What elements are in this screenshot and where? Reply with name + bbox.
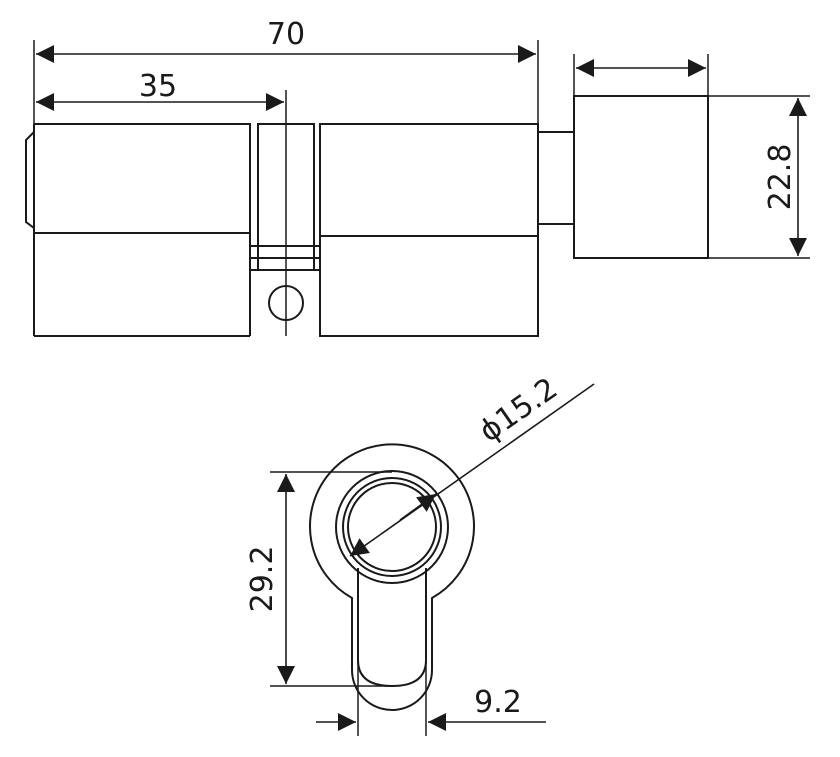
diameter-inner-arrow xyxy=(399,493,437,521)
cam-width-label: 9.2 xyxy=(474,685,522,720)
plug-outer-circle xyxy=(335,470,449,584)
overall-length-label: 70 xyxy=(267,17,305,52)
plug-inner-circle xyxy=(347,482,437,572)
cam-section xyxy=(249,90,321,336)
right-cylinder xyxy=(319,123,539,337)
front-view: ϕ15.2 29.2 9.2 xyxy=(245,371,595,736)
body-height-label: 22.8 xyxy=(763,144,798,211)
side-view: 70 35 22.8 xyxy=(25,17,810,337)
left-cylinder xyxy=(25,123,251,337)
plug-mid-circle xyxy=(342,477,442,577)
profile-outline xyxy=(309,443,475,711)
cam-bar xyxy=(357,568,427,688)
profile-height-label: 29.2 xyxy=(245,546,280,613)
half-length-label: 35 xyxy=(139,69,177,104)
thumb-turn xyxy=(537,95,709,259)
diameter-leader-line xyxy=(349,383,595,557)
